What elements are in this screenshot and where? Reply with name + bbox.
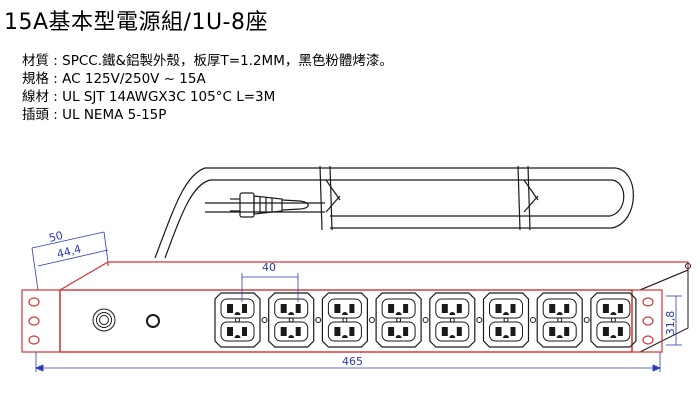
power-cord — [154, 167, 634, 259]
indicator-light — [146, 314, 160, 328]
left-rack-ear — [21, 289, 61, 353]
plug-icon — [230, 192, 309, 218]
front-panel — [59, 289, 633, 353]
spec-material: 材質 : SPCC.鐵&鋁製外殼，板厚T=1.2MM，黑色粉體烤漆。 — [22, 53, 393, 69]
outlet-3 — [321, 292, 375, 348]
spec-list: 材質 : SPCC.鐵&鋁製外殼，板厚T=1.2MM，黑色粉體烤漆。 規格 : … — [22, 52, 393, 124]
pitch-dimension — [241, 273, 299, 302]
cable-tie-left — [319, 165, 341, 231]
circuit-breaker-icon — [92, 308, 116, 332]
length-dimension — [34, 352, 662, 372]
dim-total-length: 465 — [342, 355, 363, 368]
spec-rating: 規格 : AC 125V/250V ~ 15A — [22, 71, 206, 87]
spec-plug: 插頭 : UL NEMA 5-15P — [22, 107, 167, 123]
chassis-right-side — [639, 263, 691, 353]
product-title: 15A基本型電源組/1U-8座 — [4, 10, 268, 35]
outlet-7 — [536, 292, 590, 348]
chassis-top — [59, 261, 689, 291]
outlet-2 — [268, 292, 322, 348]
depth-dimension — [31, 231, 109, 291]
height-dimension — [666, 295, 682, 346]
outlet-6 — [482, 292, 536, 348]
dim-depth-inner: 44,4 — [56, 242, 83, 261]
outlet-row — [214, 292, 637, 348]
outlet-8 — [590, 292, 637, 348]
outlet-4 — [375, 292, 429, 348]
spec-cable: 線材 : UL SJT 14AWGX3C 105°C L=3M — [22, 89, 276, 105]
cable-tie-right — [517, 165, 539, 231]
outlet-5 — [429, 292, 483, 348]
dim-outlet-pitch: 40 — [262, 261, 276, 274]
outlet-1 — [214, 292, 268, 348]
dim-depth-outer: 50 — [48, 229, 65, 245]
dim-height: 31,8 — [664, 311, 677, 336]
